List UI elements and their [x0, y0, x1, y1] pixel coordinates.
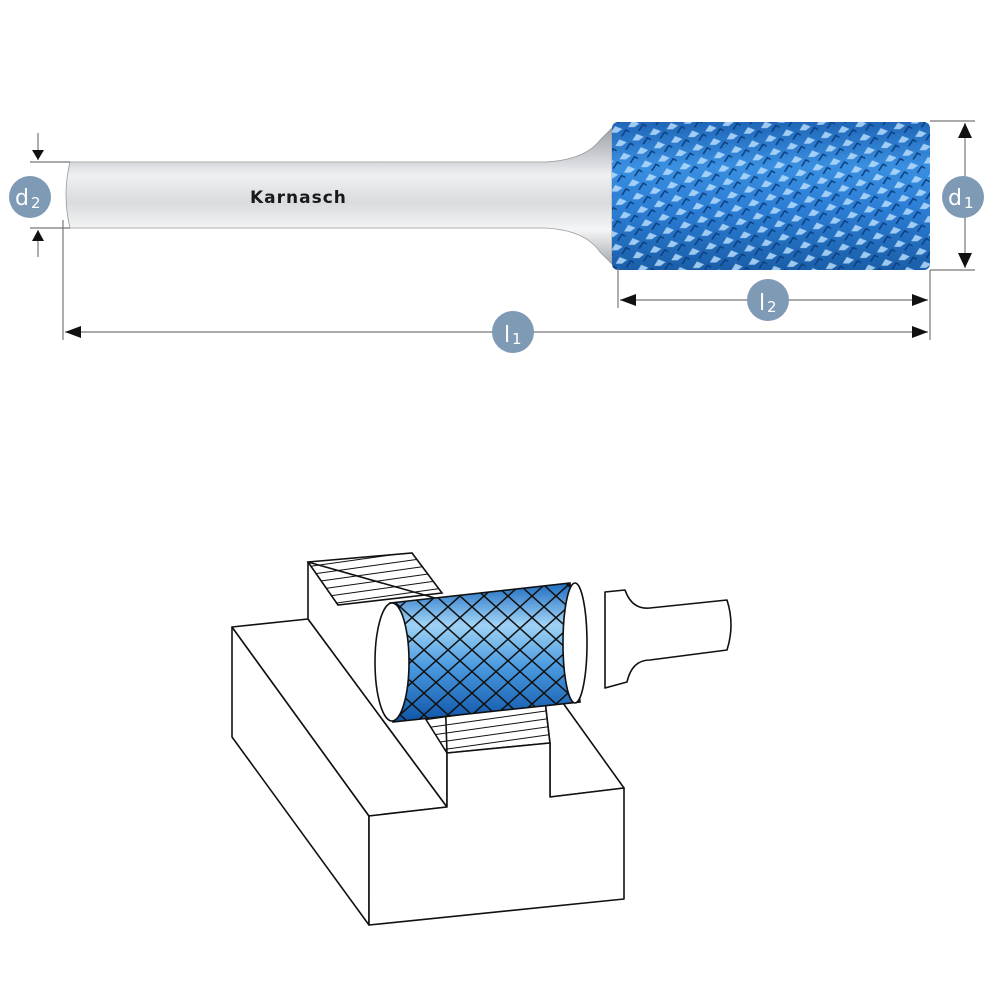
svg-text:2: 2 [31, 194, 41, 212]
svg-text:d: d [15, 186, 29, 211]
illustration-cutting-head [389, 582, 581, 723]
svg-text:l: l [504, 323, 510, 348]
crosshatch-line [443, 583, 580, 722]
label-d2: d 2 [9, 176, 51, 218]
crosshatch-line [390, 583, 453, 722]
crosshatch-line [390, 583, 549, 722]
label-d1: d 1 [942, 176, 984, 218]
label-l2: l 2 [747, 279, 789, 321]
crosshatch-line [419, 583, 580, 722]
svg-text:l: l [759, 291, 765, 316]
crosshatch-line [390, 583, 573, 722]
crosshatch-line [390, 583, 477, 722]
svg-text:1: 1 [512, 330, 522, 348]
burr-product-image: Karnasch [65, 122, 930, 270]
crosshatch-line [515, 583, 580, 722]
label-l1: l 1 [492, 311, 534, 353]
crosshatch-line [395, 583, 580, 722]
shank [65, 127, 613, 265]
svg-text:1: 1 [964, 194, 974, 212]
svg-text:d: d [948, 186, 962, 211]
usage-illustration [231, 552, 732, 926]
illustration-shank [604, 589, 732, 689]
crosshatch-line [491, 583, 580, 722]
brand-logo: Karnasch [250, 188, 347, 208]
svg-text:2: 2 [767, 298, 777, 316]
